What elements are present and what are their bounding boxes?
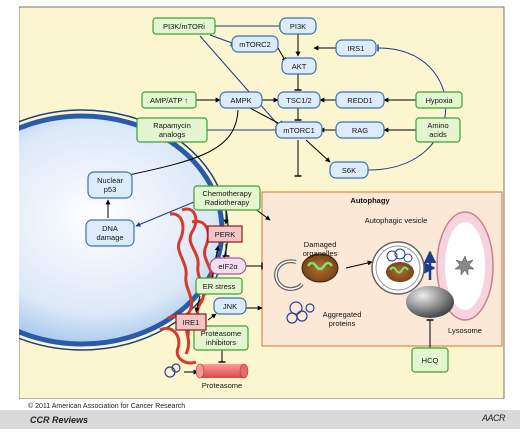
box-hypoxia [415,91,463,109]
label-ire1: IRE1 [182,318,200,327]
label-ampk: AMPK [230,96,252,105]
copyright-text: © 2011 American Association for Cancer R… [28,403,186,410]
label-proteasome-inh-1: Proteasome [200,329,242,338]
label-damaged-1: Damaged [303,240,337,249]
box-irs1 [335,39,377,57]
box-rag [335,121,385,139]
label-amino-1: Amino [427,121,449,130]
label-mtorc2: mTORC2 [239,40,271,49]
journal-title: CCR Reviews [30,415,89,425]
label-aggregated-2: proteins [328,319,356,328]
label-chemo-2: Radiotherapy [204,198,250,207]
label-eif2a: eIF2α [218,262,238,271]
box-redd1 [335,91,385,109]
box-pi3k-mtori [152,17,216,35]
label-dna-2: damage [96,233,124,242]
label-amp-atp: AMP/ATP ↑ [149,96,189,105]
label-rapamycin-2: analogs [158,130,186,139]
label-damaged-2: organelles [302,249,338,258]
box-nuclear [87,171,133,199]
box-hcq [411,347,449,373]
box-rapamycin [136,117,208,143]
box-pi3k [279,17,317,35]
box-dna [85,219,135,247]
box-akt [281,57,317,75]
label-chemo-1: Chemotherapy [202,189,252,198]
box-ampk [219,91,263,109]
label-nuclear-2: p53 [103,185,117,194]
label-dna-1: DNA [102,224,118,233]
autophagic-vesicle [371,241,425,295]
protein-boxes [85,17,385,315]
label-nuclear-1: Nuclear [97,176,123,185]
label-hypoxia: Hypoxia [425,96,453,105]
box-mtorc1 [275,121,323,139]
box-proteasome-inh [193,325,249,351]
proteasome-cylinder [195,363,249,379]
hcq-molecule [406,286,454,318]
label-akt: AKT [291,62,307,71]
label-s6k: S6K [341,166,357,175]
label-autophagy: Autophagy [350,196,390,205]
label-proteasome: Proteasome [201,381,243,390]
box-ire1 [175,313,207,331]
box-eif2a [209,257,247,275]
box-amp-atp [141,91,197,109]
label-redd1: REDD1 [347,96,373,105]
label-tsc: TSC1/2 [286,96,312,105]
label-proteasome-inh-2: inhibitors [205,338,236,347]
box-er-stress [195,277,243,295]
box-jnk [213,297,247,315]
label-lysosome: Lysosome [448,326,482,335]
label-mtorc1: mTORC1 [283,126,315,135]
label-autophagic-vesicle: Autophagic vesicle [364,216,428,225]
box-perk [207,225,243,243]
label-rapamycin-1: Rapamycin [153,121,191,130]
box-tsc [277,91,321,109]
box-s6k [329,161,369,179]
label-pi3k: PI3K [289,22,307,31]
aggregated-proteins [164,301,315,378]
footer-bar [0,410,520,429]
label-rag: RAG [351,126,369,135]
label-irs1: IRS1 [347,44,365,53]
label-perk: PERK [214,230,236,239]
label-aggregated-1: Aggregated [322,310,362,319]
aacr-logo: AACR [482,413,506,423]
connections [105,22,447,375]
label-jnk: JNK [222,302,238,311]
drug-boxes [136,17,463,373]
label-amino-2: acids [429,130,447,139]
box-amino [415,117,461,143]
lysosome [436,211,494,321]
box-chemo [193,185,261,211]
label-pi3k-mtori: PI3K/mTORi [163,22,205,31]
label-hcq: HCQ [421,356,439,365]
label-er-stress: ER stress [202,282,236,291]
box-mtorc2 [231,35,279,53]
